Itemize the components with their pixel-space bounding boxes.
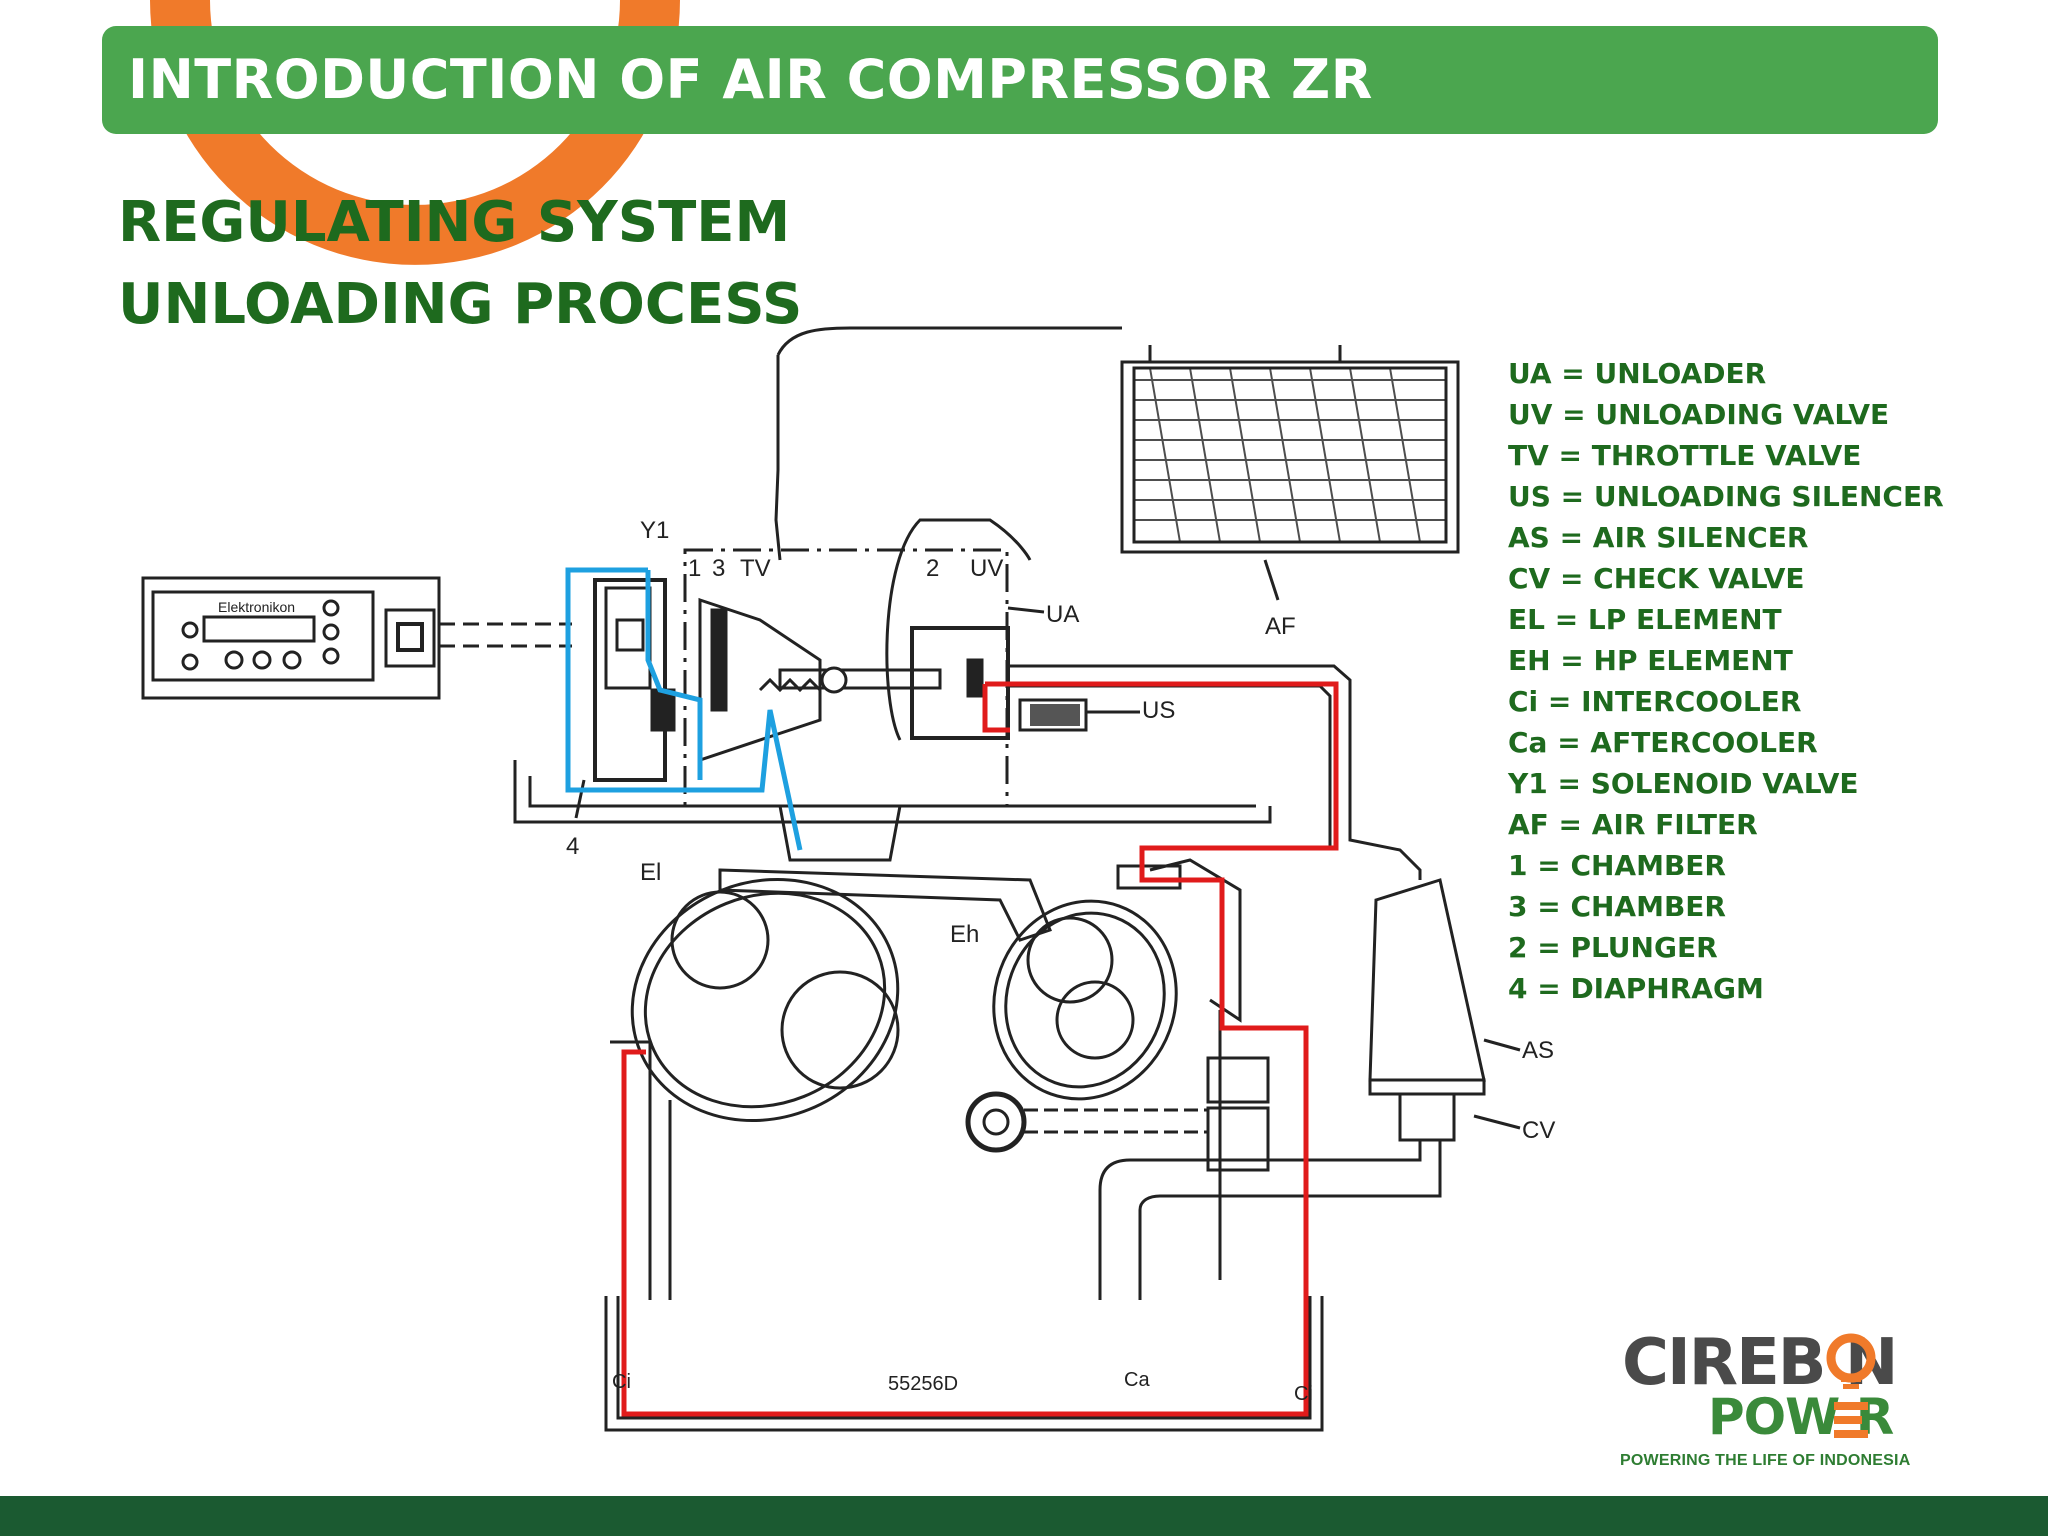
legend-item: CV = CHECK VALVE bbox=[1508, 562, 1805, 595]
label-ci-left: Ci bbox=[612, 1371, 631, 1393]
label-ca: Ca bbox=[1124, 1369, 1150, 1391]
subtitle-unloading-process: UNLOADING PROCESS bbox=[118, 272, 803, 337]
cirebon-power-logo: CIREB N POW R POWERING THE LIFE OF INDON… bbox=[1612, 1326, 1938, 1476]
legend-item: AF = AIR FILTER bbox=[1508, 808, 1758, 841]
label-cv: CV bbox=[1522, 1117, 1555, 1144]
legend-item: UV = UNLOADING VALVE bbox=[1508, 398, 1890, 431]
controller-box bbox=[141, 576, 441, 700]
label-tv: TV bbox=[740, 555, 771, 582]
logo-e-bars-icon bbox=[1834, 1402, 1868, 1438]
label-eh: Eh bbox=[950, 921, 979, 948]
legend-list: UA = UNLOADER UV = UNLOADING VALVE TV = … bbox=[1508, 353, 1944, 1009]
label-4: 4 bbox=[566, 833, 579, 860]
legend-item: 1 = CHAMBER bbox=[1508, 849, 1726, 882]
legend-item: EH = HP ELEMENT bbox=[1508, 644, 1793, 677]
label-2: 2 bbox=[926, 555, 939, 582]
label-as: AS bbox=[1522, 1037, 1554, 1064]
slide-title: INTRODUCTION OF AIR COMPRESSOR ZR bbox=[128, 48, 1373, 111]
legend-item: Ci = INTERCOOLER bbox=[1508, 685, 1802, 718]
legend-item: EL = LP ELEMENT bbox=[1508, 603, 1782, 636]
legend-item: 2 = PLUNGER bbox=[1508, 931, 1718, 964]
subtitle-regulating-system: REGULATING SYSTEM bbox=[118, 190, 791, 255]
label-af: AF bbox=[1265, 613, 1296, 640]
legend-item: TV = THROTTLE VALVE bbox=[1508, 439, 1862, 472]
footer-bar bbox=[0, 1496, 2048, 1536]
label-el: El bbox=[640, 859, 661, 886]
legend-item: Ca = AFTERCOOLER bbox=[1508, 726, 1818, 759]
legend-item: UA = UNLOADER bbox=[1508, 357, 1767, 390]
legend-item: Y1 = SOLENOID VALVE bbox=[1508, 767, 1859, 800]
legend-item: 4 = DIAPHRAGM bbox=[1508, 972, 1764, 1005]
drawing-number: 55256D bbox=[888, 1373, 958, 1395]
controller-label: Elektronikon bbox=[218, 599, 295, 615]
label-y1: Y1 bbox=[640, 517, 669, 544]
lightbulb-icon bbox=[1826, 1333, 1876, 1389]
legend-item: 3 = CHAMBER bbox=[1508, 890, 1726, 923]
label-3: 3 bbox=[712, 555, 725, 582]
label-us: US bbox=[1142, 697, 1175, 724]
label-uv: UV bbox=[970, 555, 1003, 582]
title-bar: INTRODUCTION OF AIR COMPRESSOR ZR bbox=[102, 26, 1938, 134]
logo-tagline: POWERING THE LIFE OF INDONESIA bbox=[1620, 1452, 1911, 1469]
legend-item: AS = AIR SILENCER bbox=[1508, 521, 1809, 554]
legend-item: US = UNLOADING SILENCER bbox=[1508, 480, 1944, 513]
label-ci-right: Ci bbox=[1294, 1383, 1313, 1405]
label-1: 1 bbox=[688, 555, 701, 582]
label-ua: UA bbox=[1046, 601, 1079, 628]
